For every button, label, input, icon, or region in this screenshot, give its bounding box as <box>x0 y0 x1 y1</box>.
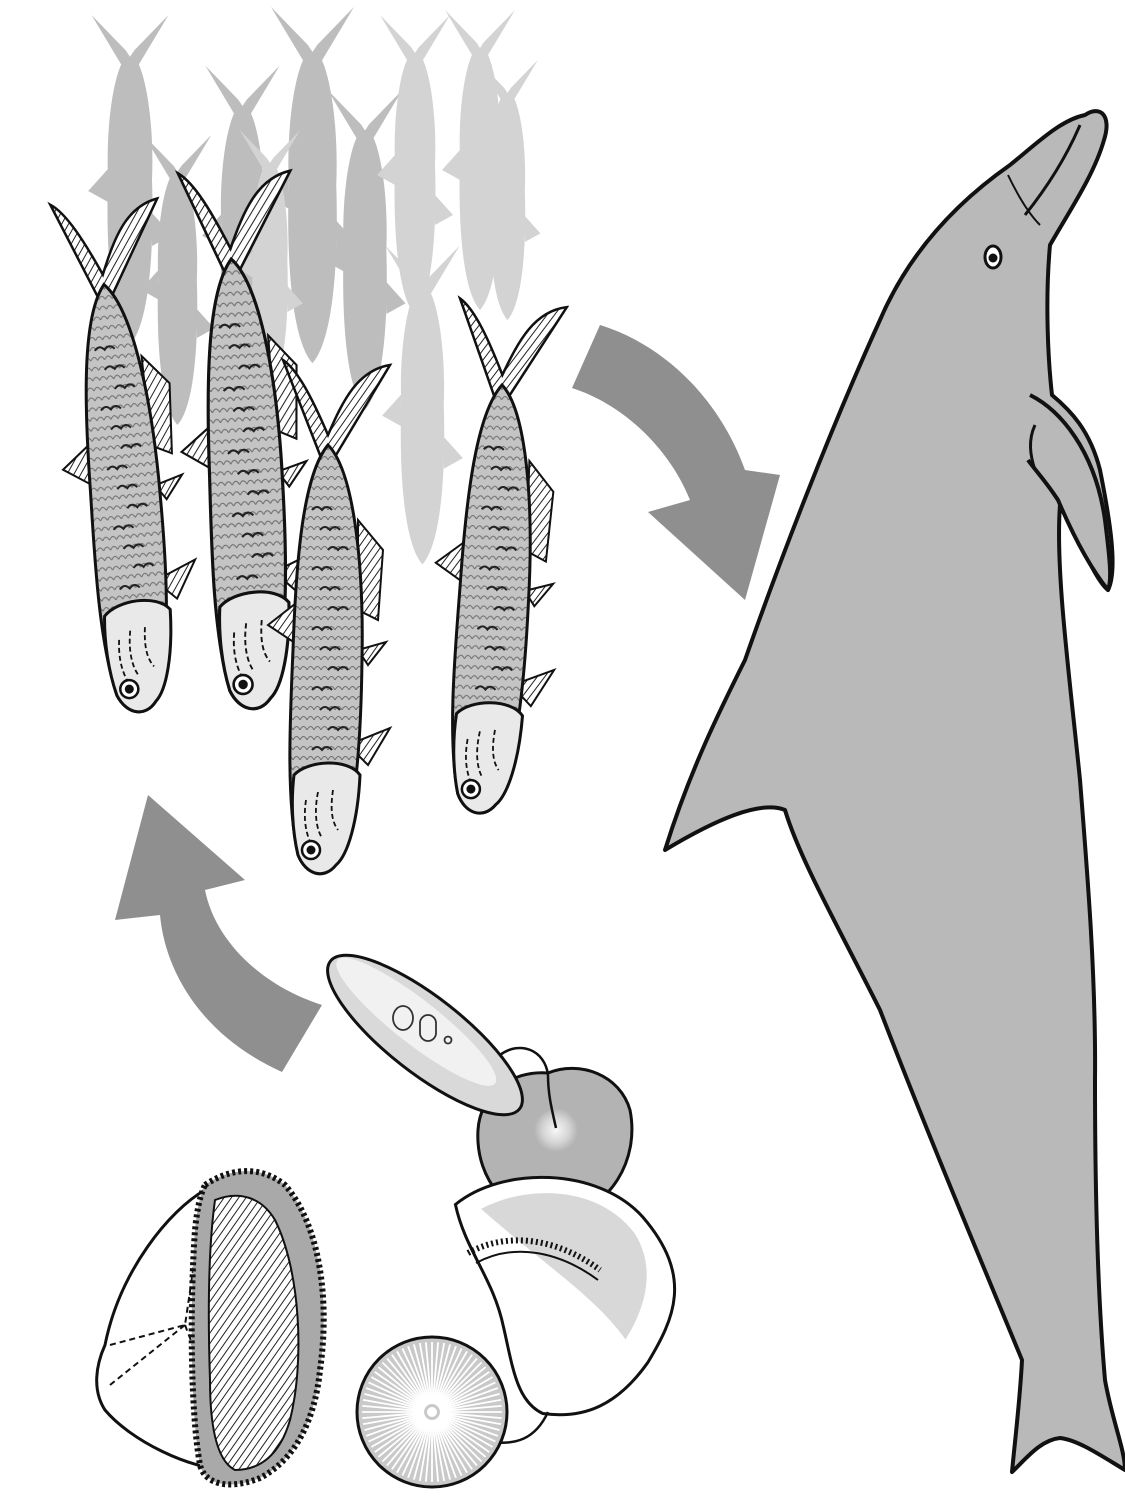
fish-to-dolphin-arrow <box>572 325 780 600</box>
plankton-elongated-cell <box>307 931 543 1139</box>
fish-head <box>451 701 522 814</box>
fish-tail <box>283 360 390 455</box>
fish <box>268 360 390 874</box>
plankton-to-fish-arrow <box>115 795 322 1072</box>
fish-head <box>102 597 181 714</box>
fish-head <box>292 763 360 874</box>
plankton-radial-disc <box>357 1337 507 1487</box>
fish-pupil <box>307 846 316 855</box>
dolphin-body <box>665 111 1125 1472</box>
plankton-shell-cell <box>97 1171 324 1484</box>
dolphin <box>665 111 1125 1472</box>
dolphin-pupil <box>989 254 998 263</box>
plankton-group <box>97 931 687 1487</box>
fish <box>427 298 567 816</box>
fish-head <box>217 590 296 711</box>
